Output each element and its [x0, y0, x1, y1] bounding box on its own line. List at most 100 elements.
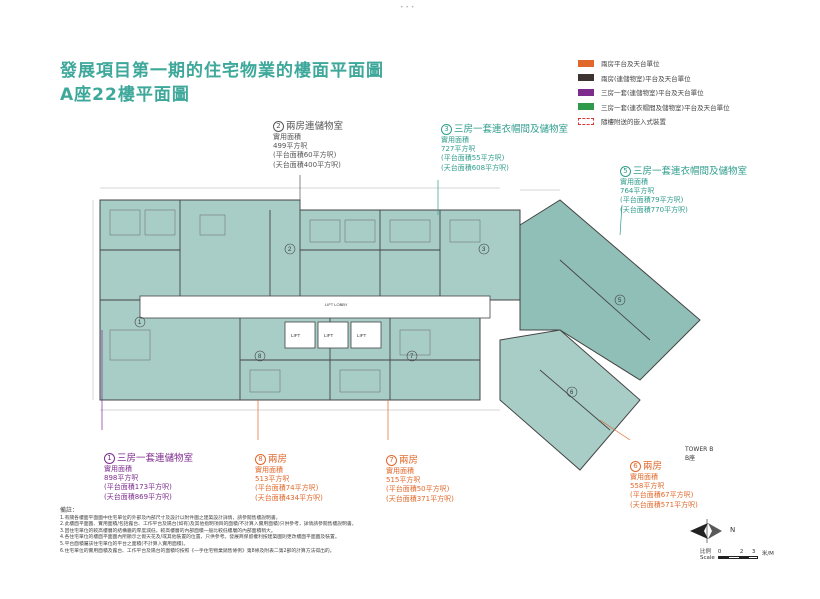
slab-west [99, 199, 521, 311]
saleable-area: 515平方呎 [386, 476, 421, 485]
note-item: 1.有關各樓面平面圖中住宅單位的外部及內部尺寸及設計以附件圖之建築設計詳情，請參… [60, 515, 281, 521]
unit-type: 兩房 [399, 454, 419, 466]
unit-type: 兩房 [268, 453, 288, 465]
unit-markers: 1 2 3 5 6 7 8 [134, 243, 626, 398]
area-label: 實用面積 [441, 136, 469, 144]
compass: N [688, 519, 735, 547]
area-label: 實用面積 [255, 466, 283, 474]
saleable-area: 513平方呎 [255, 475, 290, 484]
area-label: 實用面積 [386, 467, 414, 475]
north-arrow-icon [690, 519, 722, 543]
flat-roof-area: (平台面積74平方呎) [255, 484, 319, 493]
roof-area: (天台面積770平方呎) [620, 205, 688, 214]
roof-area: (天台面積371平方呎) [386, 494, 454, 503]
legend-item: 隨樓附送的嵌入式裝置 [578, 114, 730, 129]
legend-swatch [578, 59, 594, 67]
tower-b-label: TOWER B B座 [685, 446, 713, 462]
unit-number: 2 [288, 247, 292, 253]
note-item: 3.因住宅單位的較高樓層的結構牆的厚度減低，較高樓層的內部面積一般比較低樓層的內… [60, 528, 276, 534]
legend-label: 兩房平台及天台單位 [601, 60, 660, 69]
note-item: 4.各住宅單位的樓面平面圖內所顯示之假天花及/或其他裝置的位置，只供參考。發展商… [60, 535, 340, 541]
roof-area: (天台面積400平方呎) [273, 160, 341, 169]
compass-north-label: N [730, 526, 736, 534]
area-label: 實用面積 [630, 473, 658, 481]
scale-unit: 米/M [761, 551, 774, 557]
note-item: 6.住宅單位的實用面積及露台、工作平台及陽台的面積均按照《一手住宅物業銷售條例》… [60, 548, 335, 554]
legend-label: 兩房(連儲物室)平台及天台單位 [601, 74, 691, 83]
scale-tick: 2 [739, 549, 744, 555]
legend-item: 三房一套(連衣帽間及儲物室)平台及天台單位 [578, 100, 730, 115]
slab-southeast [499, 329, 641, 471]
area-label: 實用面積 [620, 178, 648, 186]
unit-number-badge: 5 [620, 166, 631, 177]
lift-shaft [317, 321, 349, 349]
unit-number-badge: 2 [273, 121, 284, 132]
roof-area: (天台面積571平方呎) [630, 500, 698, 509]
corridor [139, 295, 491, 319]
legend: 兩房平台及天台單位 兩房(連儲物室)平台及天台單位 三房一套(連儲物室)平台及天… [578, 56, 730, 129]
unit-number: 6 [570, 390, 574, 396]
room-lines [109, 209, 481, 393]
saleable-area: 499平方呎 [273, 142, 308, 151]
unit-number-badge: 6 [630, 461, 641, 472]
page-title: 發展項目第一期的住宅物業的樓面平面圖 [60, 61, 384, 81]
unit-type: 三房一套連衣帽間及儲物室 [454, 123, 569, 135]
legend-swatch [578, 88, 594, 96]
legend-label: 三房一套(連儲物室)平台及天台單位 [601, 89, 704, 98]
flat-roof-area: (平台面積79平方呎) [620, 196, 684, 205]
lift-label: LIFT [324, 333, 334, 338]
unit-number-badge: 8 [255, 454, 266, 465]
flat-roof-area: (平台面積60平方呎) [273, 151, 337, 160]
flat-roof-area: (平台面積67平方呎) [630, 491, 694, 500]
unit-type: 兩房 [643, 460, 663, 472]
unit-number-badge: 1 [104, 453, 115, 464]
saleable-area: 727平方呎 [441, 145, 476, 154]
slab-east [519, 199, 701, 381]
page-header-mark: • • • [400, 4, 415, 11]
notes-heading: 備註： [60, 507, 79, 514]
lift-lobby-label: LIFT LOBBY [325, 302, 348, 307]
unit-type: 三房一套連儲物室 [117, 452, 194, 464]
flat-roof-area: (平台面積50平方呎) [386, 485, 450, 494]
callout-leaders [101, 175, 631, 441]
legend-item: 兩房(連儲物室)平台及天台單位 [578, 71, 730, 86]
unit-number: 5 [618, 298, 622, 304]
flat-roof-area: (平台面積173平方呎) [104, 483, 172, 492]
unit-type: 三房一套連衣帽間及儲物室 [633, 165, 748, 177]
roof-area: (天台面積869平方呎) [104, 492, 172, 501]
lift-shaft [350, 321, 382, 349]
unit-type: 兩房連儲物室 [286, 120, 344, 132]
lift-label: LIFT [357, 333, 367, 338]
saleable-area: 764平方呎 [620, 187, 655, 196]
roof-area: (天台面積434平方呎) [255, 493, 323, 502]
saleable-area: 898平方呎 [104, 474, 139, 483]
lift-core: LIFT LIFT LIFT LIFT LOBBY [284, 302, 382, 349]
note-item: 2.此樓面平面圖、實用面積/包括露台、工作平台及陽台(如有)及其他指明項目的面積… [60, 522, 357, 528]
note-item: 5.平台面積屬該住宅單位的平台之面積(不計算入實用面積)。 [60, 541, 189, 547]
unit-number: 1 [138, 320, 142, 326]
roof-area: (天台面積608平方呎) [441, 163, 509, 172]
unit-number: 7 [410, 354, 414, 360]
scale-tick: 3 [751, 549, 756, 555]
lift-label: LIFT [291, 333, 301, 338]
legend-label: 隨樓附送的嵌入式裝置 [601, 118, 666, 127]
legend-swatch [578, 74, 594, 82]
area-label: 實用面積 [104, 465, 132, 473]
legend-item: 兩房平台及天台單位 [578, 56, 730, 71]
tower-b-sub: B座 [685, 455, 696, 462]
notes-section: 備註： 1.有關各樓面平面圖中住宅單位的外部及內部尺寸及設計以附件圖之建築設計詳… [60, 507, 720, 555]
lift-shaft [284, 321, 316, 349]
unit-number: 3 [482, 247, 486, 253]
tower-b-name: TOWER B [685, 446, 714, 453]
scale-label-en: Scale [700, 555, 715, 561]
area-label: 實用面積 [273, 133, 301, 141]
legend-swatch [578, 103, 594, 111]
